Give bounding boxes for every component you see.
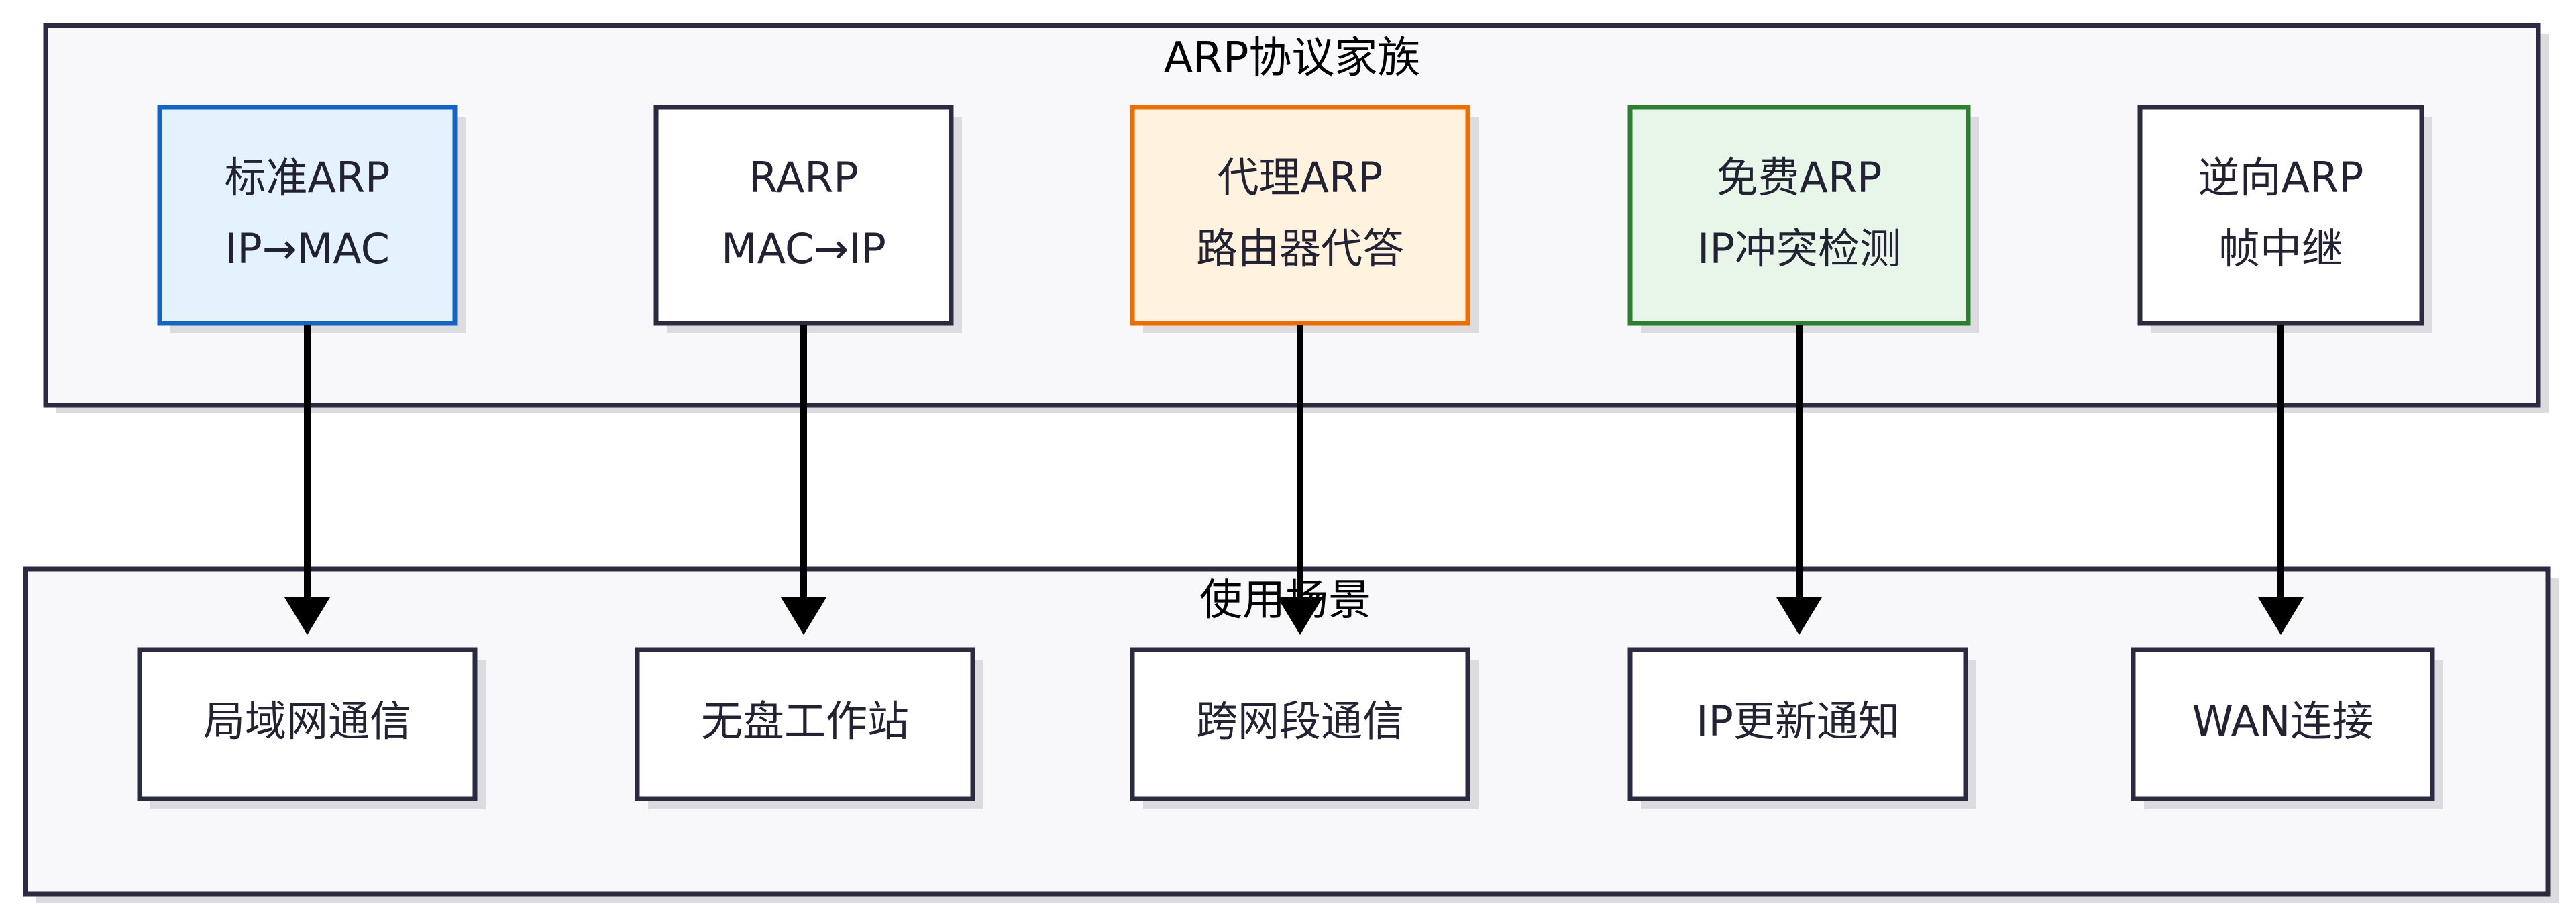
protocol-family-title: ARP协议家族 <box>1164 34 1421 83</box>
scenario-node-box <box>1130 647 1470 801</box>
scenario-node-label: 跨网段通信 <box>1196 697 1404 746</box>
protocol-node-name: RARP <box>749 153 858 202</box>
scenario-node-label: WAN连接 <box>2192 697 2374 746</box>
scenario-node-box <box>2131 647 2435 801</box>
arrowhead-icon <box>284 597 330 635</box>
protocol-node-detail: IP→MAC <box>225 224 390 273</box>
protocol-node-box <box>1130 105 1470 326</box>
protocol-node: 逆向ARP 帧中继 <box>2137 105 2432 333</box>
protocol-node-detail: 帧中继 <box>2218 224 2343 273</box>
protocol-node-name: 标准ARP <box>225 153 390 202</box>
scenario-node-label: IP更新通知 <box>1696 697 1900 746</box>
scenario-node-box <box>1627 647 1968 801</box>
protocol-node-detail: MAC→IP <box>721 224 886 273</box>
protocol-node-name: 逆向ARP <box>2198 153 2364 202</box>
connector <box>2258 325 2304 635</box>
protocol-node-box <box>653 105 954 326</box>
scenario-node: 跨网段通信 <box>1130 647 1479 809</box>
connector <box>1776 325 1822 635</box>
connector <box>781 325 826 635</box>
protocol-node-name: 代理ARP <box>1218 153 1383 202</box>
protocol-node-detail: 路由器代答 <box>1196 224 1404 273</box>
arrowhead-icon <box>781 597 826 635</box>
arrowhead-icon <box>2258 597 2304 635</box>
protocol-node: 免费ARP IP冲突检测 <box>1627 105 1979 333</box>
protocol-node-name: 免费ARP <box>1717 153 1882 202</box>
scenario-node: 无盘工作站 <box>635 647 983 809</box>
protocol-node-box <box>1627 105 1971 326</box>
arrowhead-icon <box>1277 597 1323 635</box>
scenario-node-box <box>635 647 975 801</box>
arrowhead-icon <box>1776 597 1822 635</box>
scenario-node-label: 局域网通信 <box>203 697 411 746</box>
connector <box>284 325 330 635</box>
protocol-node: 标准ARP IP→MAC <box>157 105 466 333</box>
protocol-node-box <box>157 105 458 326</box>
protocol-node-box <box>2137 105 2424 326</box>
scenario-node-label: 无盘工作站 <box>701 697 909 746</box>
connector <box>1277 325 1323 635</box>
protocol-node: 代理ARP 路由器代答 <box>1130 105 1479 333</box>
protocol-node-detail: IP冲突检测 <box>1697 224 1901 273</box>
scenario-node-box <box>137 647 478 801</box>
scenario-node: 局域网通信 <box>137 647 486 809</box>
protocol-node: RARP MAC→IP <box>653 105 962 333</box>
scenario-node: WAN连接 <box>2131 647 2443 809</box>
scenario-node: IP更新通知 <box>1627 647 1976 809</box>
